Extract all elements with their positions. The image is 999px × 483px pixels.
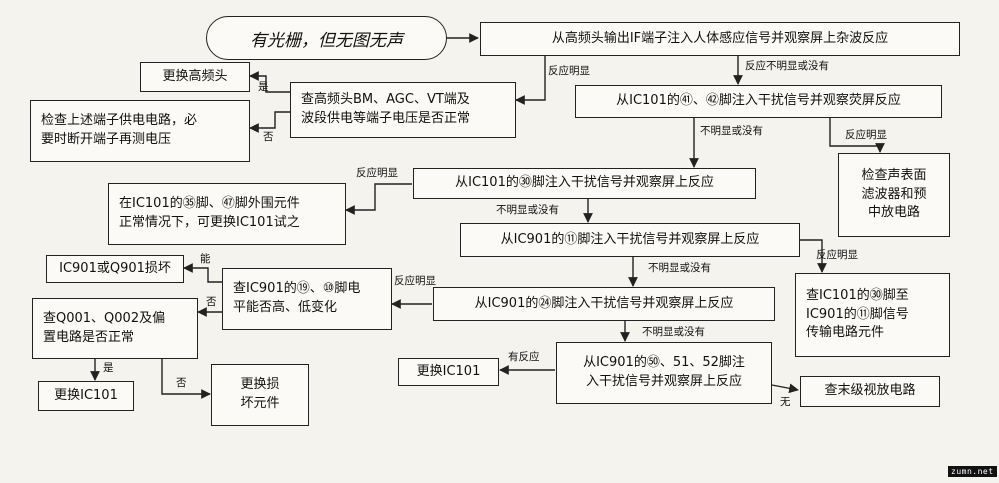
edge-label: 有反应 (508, 351, 540, 363)
arrow-b14-to-b16 (161, 359, 211, 399)
step-check-tuner-voltages: 查高频头BM、AGC、VT端及 波段供电等端子电压是否正常 (290, 82, 516, 138)
arrow-b9-to-b13 (800, 239, 827, 273)
edge-label: 能 (200, 253, 211, 265)
edge-label: 不明显或没有 (700, 125, 763, 137)
result-replace-ic101-a: 更换IC101 (38, 381, 134, 411)
arrow-b3-to-b4 (249, 111, 290, 133)
step-check-q001-q002: 查Q001、Q002及偏 置电路是否正常 (32, 298, 198, 359)
edge-label: 反应明显 (845, 129, 887, 141)
start-node: 有光栅，但无图无声 (206, 16, 447, 60)
edge-label: 反应明显 (816, 249, 858, 261)
arrow-b17-to-b19 (771, 383, 799, 394)
step-inject-ic101-41-42: 从IC101的㊶、㊷脚注入干扰信号并观察荧屏反应 (575, 85, 942, 118)
edge-label: 否 (206, 296, 217, 308)
result-replace-tuner: 更换高频头 (140, 62, 250, 92)
edge-label: 反应明显 (356, 167, 398, 179)
step-inject-ic101-30: 从IC101的㉚脚注入干扰信号并观察屏上反应 (413, 168, 756, 199)
result-check-signal-path: 查IC101的㉚脚至 IC901的⑪脚信号 传输电路元件 (795, 273, 950, 357)
step-inject-ic901-24: 从IC901的㉔脚注入干扰信号并观察屏上反应 (433, 287, 775, 321)
step-check-supply-circuit: 检查上述端子供电电路，必 要时断开端子再测电压 (30, 100, 250, 162)
edge-label: 无 (780, 396, 791, 408)
edge-label: 反应明显 (394, 275, 436, 287)
edge-label: 不明显或没有 (648, 262, 711, 274)
arrow-b3-to-b2 (249, 71, 290, 93)
watermark: zumn.net (948, 466, 997, 477)
edge-label: 是 (258, 81, 269, 93)
step-inject-ic901-50-52: 从IC901的㊿、51、52脚注 入干扰信号并观察屏上反应 (556, 342, 772, 404)
edge-label: 是 (103, 362, 114, 374)
step-check-ic901-levels: 查IC901的⑲、⑩脚电 平能否高、低变化 (222, 268, 392, 330)
result-replace-damaged-parts: 更换损 坏元件 (211, 364, 309, 426)
arrow-b5-to-b6 (829, 118, 885, 153)
arrow-b11-to-b10 (183, 263, 222, 283)
edge-label: 否 (176, 377, 187, 389)
step-inject-ic901-11: 从IC901的⑪脚注入干扰信号并观察屏上反应 (460, 223, 800, 257)
step-inject-if-signal: 从高频头输出IF端子注入人体感应信号并观察屏上杂波反应 (480, 22, 960, 56)
arrow-b7-to-b8 (345, 183, 412, 215)
arrow-b1-to-b3 (515, 56, 546, 105)
edge-label: 反应明显 (548, 65, 590, 77)
edge-label: 否 (263, 131, 274, 143)
result-replace-ic101-peripherals: 在IC101的㉟脚、㊼脚外围元件 正常情况下，可更换IC101试之 (108, 183, 346, 245)
result-ic901-q901-damaged: IC901或Q901损坏 (46, 255, 184, 283)
result-replace-ic101-b: 更换IC101 (398, 358, 499, 386)
result-check-video-output: 查末级视放电路 (800, 376, 940, 407)
result-check-saw-filter: 检查声表面 滤波器和预 中放电路 (838, 153, 950, 237)
edge-label: 不明显或没有 (642, 326, 705, 338)
edge-label: 不明显或没有 (496, 204, 559, 216)
edge-label: 反应不明显或没有 (745, 60, 829, 72)
